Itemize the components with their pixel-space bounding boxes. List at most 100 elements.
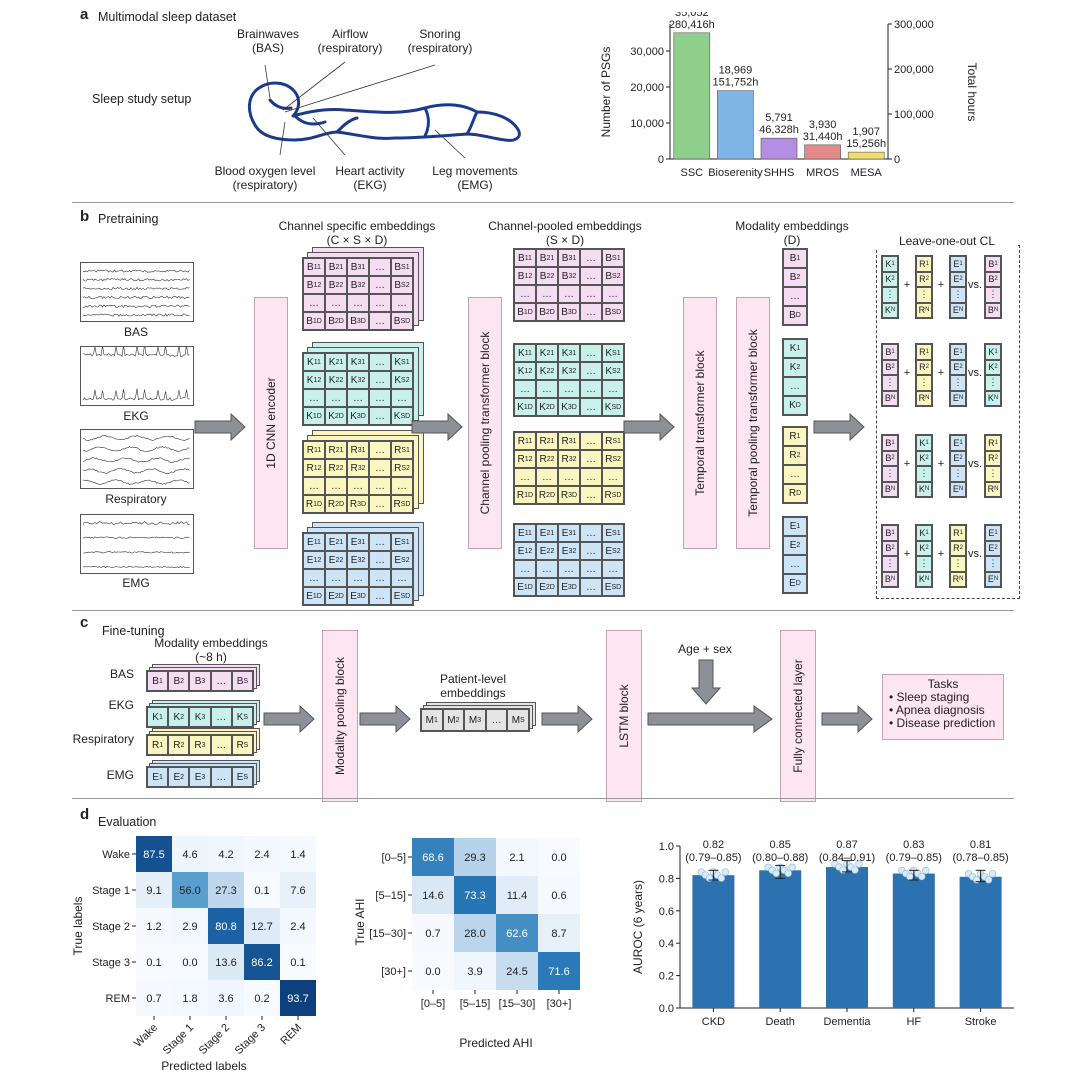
x-tick-label: CKD [702, 1016, 725, 1028]
bootstrap-point [705, 874, 714, 882]
ci-label: (0.79–0.85) [886, 852, 942, 864]
bootstrap-point [918, 872, 926, 881]
cell-value-label: 0.6 [551, 890, 566, 902]
bootstrap-point [906, 872, 914, 881]
x-tick-label: [15–30] [499, 998, 536, 1010]
embedding-cell: … [580, 450, 602, 468]
cell-value-label: 29.3 [464, 852, 485, 864]
arrow-icon [194, 412, 246, 442]
lstm-label: LSTM block [617, 684, 631, 748]
bootstrap-point [984, 876, 993, 884]
bar-value-label: 0.87 [836, 839, 857, 851]
embedding-cell: … [369, 441, 391, 459]
embedding-cell: … [536, 285, 558, 303]
plus-sign: + [903, 279, 911, 291]
heatmap-cell [172, 872, 208, 908]
embedding-cell: … [514, 560, 536, 578]
snoring-annotation: Snoring (respiratory) [407, 27, 473, 55]
heatmap-cell [244, 980, 280, 1016]
embedding-cell: … [369, 312, 391, 330]
modality-pooling-label: Modality pooling block [333, 656, 347, 776]
embedding-cell: … [369, 294, 391, 312]
x-tick-label: Wake [132, 1022, 160, 1050]
bar [847, 151, 885, 160]
panel-a-letter: a [80, 6, 89, 23]
y-tick-label: 0.0 [659, 1003, 674, 1015]
trace-line [82, 313, 190, 317]
age-sex-label: Age + sex [678, 642, 732, 656]
cell-value-label: 86.2 [251, 957, 272, 969]
arrow-icon [263, 704, 315, 734]
cell-value-label: 71.6 [548, 966, 569, 978]
heatmap-cell [208, 980, 244, 1016]
heatmap-cell [538, 914, 580, 952]
trace-line [82, 565, 190, 569]
cell-value-label: 2.4 [254, 849, 269, 861]
embedding-cell: … [210, 671, 232, 691]
cell-value-label: 2.4 [290, 921, 305, 933]
heatmap-cell [136, 872, 172, 908]
embedding-cell: ⋮ [985, 556, 1001, 572]
panel-d-title: Evaluation [98, 815, 157, 829]
sleep-study-setup-label: Sleep study setup [92, 92, 192, 106]
heatmap-cell [412, 952, 454, 990]
tasks-title: Tasks [927, 677, 959, 691]
plus-sign: + [903, 458, 911, 470]
bootstrap-point [772, 869, 780, 877]
bar-hours-label: 280,416h [669, 19, 715, 31]
y-tick-label: 1.0 [659, 841, 674, 853]
embedding-cell: … [580, 380, 602, 398]
cell-value-label: 7.6 [290, 885, 305, 897]
cell-value-label: 68.6 [422, 852, 443, 864]
embedding-cell: ⋮ [950, 287, 966, 303]
bar-value-label: 1,907 [852, 126, 880, 138]
y-tick-label: REM [106, 993, 130, 1005]
embedding-cell: … [347, 569, 369, 587]
y-tick-label: 0.4 [659, 938, 674, 950]
embedding-cell: … [210, 735, 232, 755]
embedding-cell: … [303, 477, 325, 495]
bar [717, 90, 754, 160]
embedding-cell: … [580, 344, 602, 362]
heatmap-cell [538, 876, 580, 914]
y-tick-label: 20,000 [630, 82, 664, 94]
arrow-icon [411, 412, 463, 442]
bootstrap-point [839, 866, 847, 874]
